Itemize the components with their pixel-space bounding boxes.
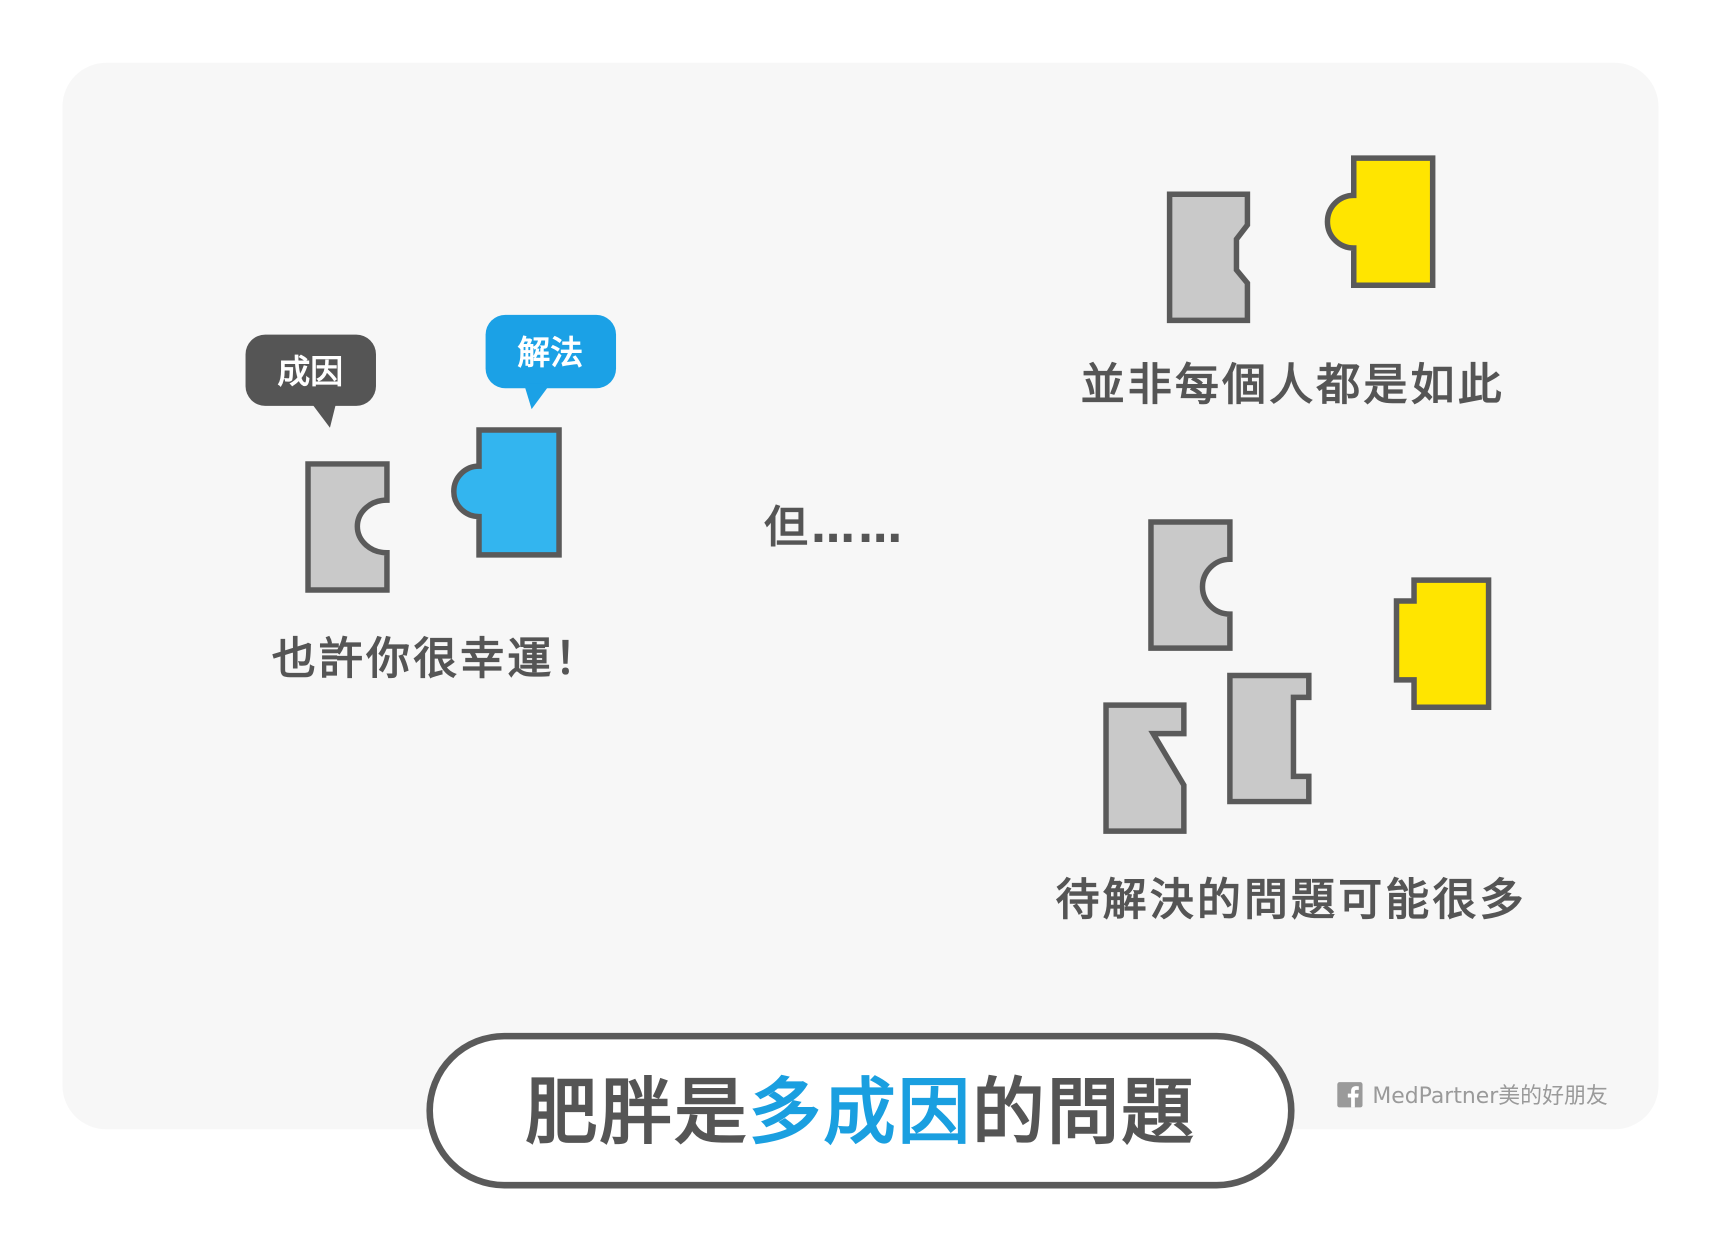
square-notch-gray-piece xyxy=(1227,672,1312,805)
mismatch-yellow-piece xyxy=(1324,155,1436,289)
title-highlight: 多成因 xyxy=(749,1071,973,1155)
not-everyone-caption: 並非每個人都是如此 xyxy=(1081,359,1505,410)
solution-bubble-tail xyxy=(523,383,551,410)
cause-bubble-label: 成因 xyxy=(277,352,343,391)
cause-bubble-body xyxy=(245,334,376,406)
watermark-text: MedPartner美的好朋友 xyxy=(1372,1084,1607,1109)
mismatch-gray-piece xyxy=(1166,191,1251,324)
watermark: MedPartner美的好朋友 xyxy=(1337,1082,1608,1109)
background-panel xyxy=(62,62,1659,1130)
facebook-icon xyxy=(1337,1082,1363,1108)
solution-puzzle-piece xyxy=(451,427,562,558)
solution-bubble-body xyxy=(485,314,617,389)
title-part-1: 肥胖是 xyxy=(525,1071,749,1155)
square-tab-yellow-piece xyxy=(1393,577,1492,711)
lucky-caption: 也許你很幸運！ xyxy=(272,633,602,684)
round-notch-gray-piece xyxy=(1148,519,1233,651)
angled-notch-gray-piece xyxy=(1103,702,1187,834)
many-problems-caption: 待解決的問題可能很多 xyxy=(1056,874,1527,925)
solution-bubble-label: 解法 xyxy=(517,333,583,372)
but-connector: 但…… xyxy=(764,502,905,553)
cause-bubble-tail xyxy=(310,401,337,428)
page-title: 肥胖是多成因的問題 xyxy=(525,1071,1196,1155)
cause-bubble: 成因 xyxy=(245,334,376,428)
solution-bubble: 解法 xyxy=(485,314,617,410)
title-part-3: 的問題 xyxy=(972,1071,1196,1155)
cause-puzzle-piece xyxy=(305,461,390,593)
title-pill xyxy=(426,1032,1295,1189)
